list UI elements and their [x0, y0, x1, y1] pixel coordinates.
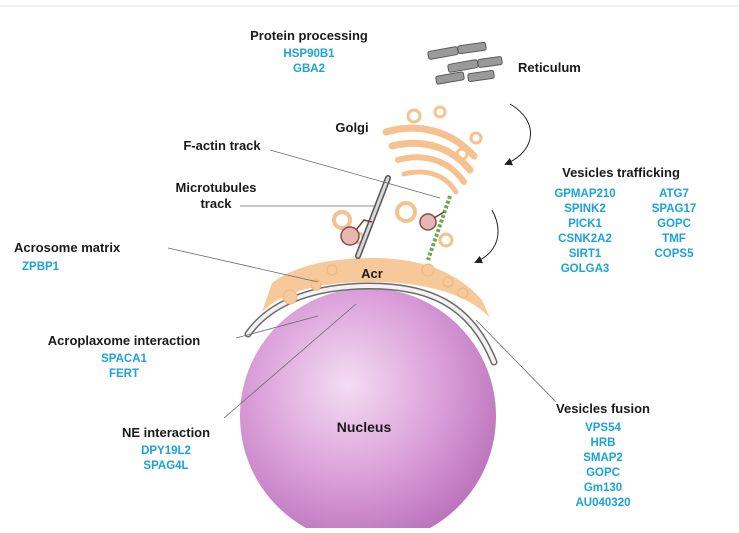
- gene-acrosome-matrix-0: ZPBP1: [22, 261, 60, 273]
- label-acroplaxome-interaction: Acroplaxome interaction: [48, 333, 200, 348]
- label-nucleus: Nucleus: [337, 419, 392, 435]
- gene-vt-right-0: ATG7: [659, 188, 689, 200]
- label-ne-interaction: NE interaction: [122, 425, 210, 440]
- label-acr: Acr: [361, 266, 383, 281]
- label-microtubules-track-2: track: [200, 196, 232, 211]
- gene-vt-left-3: CSNK2A2: [558, 233, 612, 245]
- label-vesicles-fusion: Vesicles fusion: [556, 401, 650, 416]
- gene-vt-left-0: GPMAP210: [554, 188, 615, 200]
- gene-vf-2: SMAP2: [583, 452, 623, 464]
- gene-ne-0: DPY19L2: [141, 445, 191, 457]
- label-golgi: Golgi: [335, 120, 368, 135]
- label-protein-processing: Protein processing: [250, 28, 368, 43]
- gene-vt-left-5: GOLGA3: [561, 263, 610, 275]
- gene-vt-left-1: SPINK2: [564, 203, 606, 215]
- golgi-to-acrosome-arrow: [476, 210, 498, 262]
- label-reticulum: Reticulum: [518, 60, 581, 75]
- gene-vt-left-2: PICK1: [568, 218, 602, 230]
- gene-vt-right-3: TMF: [662, 233, 686, 245]
- gene-acroplaxome-1: FERT: [109, 368, 139, 380]
- genes-vesicles-trafficking-right: ATG7 SPAG17 GOPC TMF COPS5: [652, 188, 697, 260]
- genes-vesicles-trafficking-left: GPMAP210 SPINK2 PICK1 CSNK2A2 SIRT1 GOLG…: [554, 188, 615, 275]
- acrosome-matrix-pointer: [168, 248, 318, 282]
- gene-vt-left-4: SIRT1: [569, 248, 602, 260]
- gene-vt-right-4: COPS5: [655, 248, 695, 260]
- nucleus-shape: [240, 288, 496, 528]
- reticulum-shape: [428, 42, 503, 84]
- label-vesicles-trafficking: Vesicles trafficking: [562, 165, 680, 180]
- gene-protein-processing-1: GBA2: [293, 63, 325, 75]
- gene-ne-1: SPAG4L: [143, 460, 188, 472]
- label-acrosome-matrix: Acrosome matrix: [14, 240, 121, 255]
- gene-vf-5: AU040320: [576, 497, 631, 509]
- gene-acroplaxome-0: SPACA1: [101, 353, 147, 365]
- label-factin-track: F-actin track: [183, 138, 261, 153]
- genes-vesicles-fusion: VPS54 HRB SMAP2 GOPC Gm130 AU040320: [576, 422, 631, 509]
- gene-vf-4: Gm130: [584, 482, 622, 494]
- gene-vf-0: VPS54: [585, 422, 621, 434]
- reticulum-to-golgi-arrow: [506, 104, 531, 164]
- gene-vt-right-1: SPAG17: [652, 203, 697, 215]
- gene-vf-3: GOPC: [586, 467, 620, 479]
- gene-vt-right-2: GOPC: [657, 218, 691, 230]
- gene-vf-1: HRB: [591, 437, 616, 449]
- gene-protein-processing-0: HSP90B1: [283, 48, 335, 60]
- label-microtubules-track-1: Microtubules: [176, 180, 257, 195]
